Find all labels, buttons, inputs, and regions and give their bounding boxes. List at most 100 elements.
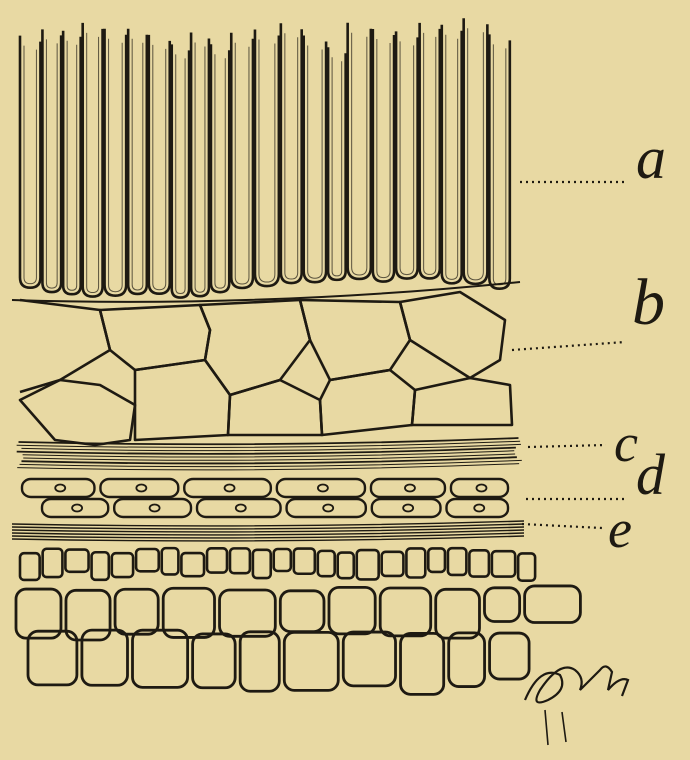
lower-cell — [490, 633, 530, 679]
palisade-cell — [83, 23, 103, 297]
palisade-cell-inner — [400, 41, 414, 274]
palisade-cell — [42, 29, 61, 292]
nucleated-cell — [100, 479, 178, 497]
cell-nucleus — [474, 505, 484, 512]
parenchyma-layer — [20, 292, 512, 445]
palisade-cell — [373, 29, 394, 282]
palisade-cell-inner — [176, 54, 185, 293]
palisade-cell — [211, 44, 229, 292]
label-leader-line — [522, 524, 602, 528]
palisade-cell-inner — [153, 45, 166, 290]
cell-nucleus — [323, 505, 333, 512]
palisade-cell — [489, 34, 509, 288]
lower-cell — [484, 588, 519, 622]
epidermal-cell — [406, 548, 425, 577]
cell-nucleus — [403, 505, 413, 512]
cell-nucleus — [136, 485, 146, 492]
palisade-cell — [231, 33, 253, 288]
palisade-cell — [128, 29, 147, 294]
parenchyma-cell — [320, 370, 415, 435]
palisade-cell-inner — [308, 46, 322, 279]
epidermal-cell — [382, 552, 404, 576]
epidermal-cell — [318, 551, 335, 576]
parenchyma-cell — [228, 380, 322, 435]
label-leader-line — [512, 342, 625, 350]
palisade-cell-inner — [132, 39, 143, 290]
palisade-cell — [328, 47, 346, 280]
lower-cell — [380, 588, 431, 636]
fibrous-layer — [17, 438, 522, 470]
palisade-cell — [348, 23, 371, 279]
palisade-cell — [172, 44, 189, 297]
epidermal-cell — [338, 553, 354, 579]
palisade-cell — [420, 23, 440, 278]
palisade-cell-inner — [332, 57, 342, 276]
cell-nucleus — [72, 505, 82, 512]
cell-nucleus — [150, 505, 160, 512]
lower-cell — [280, 591, 324, 632]
epidermal-cell — [92, 552, 109, 580]
palisade-cell-inner — [285, 33, 298, 279]
epidermal-cell — [162, 548, 179, 574]
parenchyma-cell — [412, 378, 512, 425]
lower-cell-layer — [16, 548, 580, 694]
cell-nucleus — [318, 485, 328, 492]
parenchyma-cell — [200, 300, 310, 395]
palisade-cell-inner — [87, 33, 99, 293]
epidermal-cell — [448, 548, 466, 575]
nucleated-cell — [371, 479, 445, 497]
epidermal-cell — [136, 549, 159, 571]
label-d: d — [636, 446, 665, 504]
epidermal-cell — [207, 548, 227, 572]
nucleated-cell — [277, 479, 365, 497]
lower-cell — [449, 633, 485, 687]
palisade-cell-inner — [195, 42, 205, 292]
palisade-cell — [281, 23, 302, 283]
nucleated-cell — [451, 479, 508, 497]
signature-flourish — [545, 710, 566, 745]
parenchyma-cell — [300, 300, 410, 380]
label-e: e — [608, 502, 632, 556]
palisade-cell — [191, 32, 209, 296]
artist-signature — [525, 666, 628, 745]
palisade-cell-inner — [493, 44, 505, 284]
lower-cell — [193, 634, 236, 688]
cell-nucleus — [55, 485, 65, 492]
epidermal-cell — [518, 553, 535, 580]
palisade-cell-inner — [24, 46, 36, 284]
palisade-cell-inner — [377, 39, 390, 278]
lower-cell — [115, 589, 158, 634]
palisade-cell — [105, 29, 127, 296]
lower-cell — [401, 633, 444, 694]
epidermal-cell — [230, 548, 250, 573]
palisade-cell-inner — [215, 54, 225, 288]
cell-nucleus — [405, 485, 415, 492]
lower-cell — [525, 586, 581, 623]
label-leaders — [512, 182, 628, 528]
cell-nucleus — [225, 485, 235, 492]
nucleated-cell — [287, 499, 366, 517]
label-leader-line — [528, 445, 606, 447]
nucleated-cell — [372, 499, 441, 517]
lower-cell — [220, 590, 276, 636]
nucleated-cell — [197, 499, 281, 517]
cell-nucleus — [236, 505, 246, 512]
epidermal-cell — [181, 553, 204, 576]
nucleated-cell — [114, 499, 191, 517]
epidermal-cell — [65, 550, 88, 572]
palisade-cell-inner — [259, 39, 275, 282]
epidermal-cell — [428, 548, 445, 571]
nucleated-cell — [446, 499, 508, 517]
parenchyma-cell — [100, 305, 210, 370]
epidermal-cell — [20, 553, 40, 580]
epidermal-cell — [274, 549, 291, 571]
nucleated-cell-layer — [12, 479, 524, 541]
lower-cell — [329, 587, 375, 634]
nucleated-cell — [184, 479, 271, 497]
palisade-cell-inner — [109, 39, 123, 292]
epidermal-cell — [294, 549, 315, 574]
palisade-cell-inner — [235, 43, 249, 284]
nucleated-cell — [42, 499, 108, 517]
